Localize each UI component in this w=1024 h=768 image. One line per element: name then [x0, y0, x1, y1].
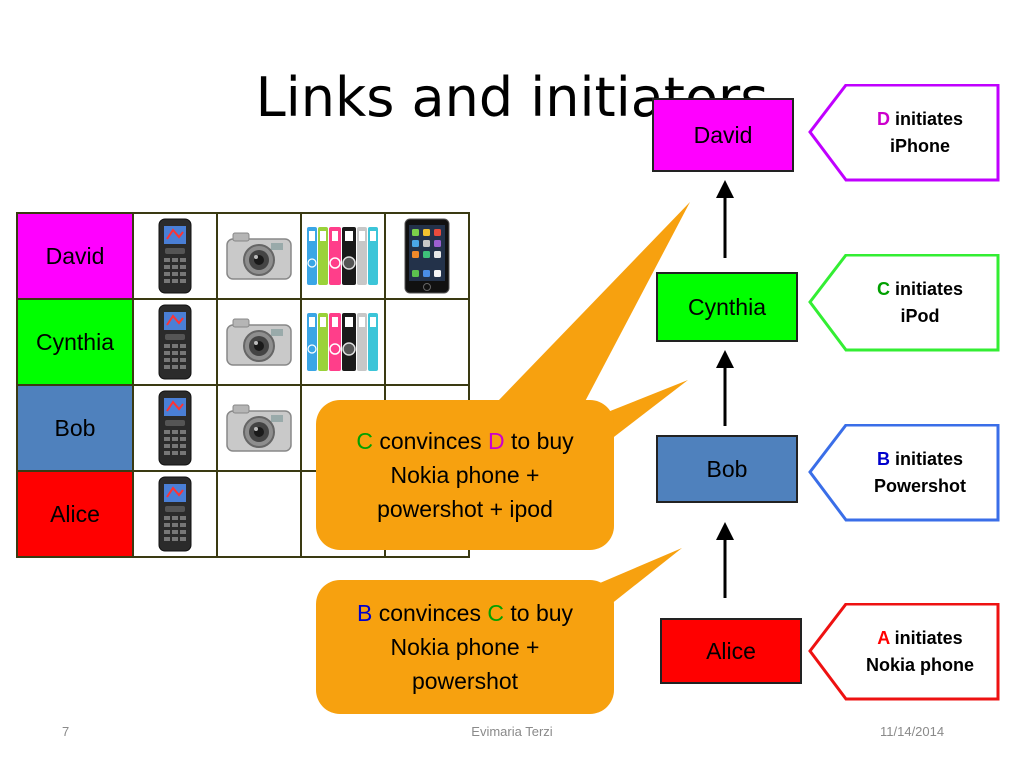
- tag-cynthia-initiates: C initiates iPod: [808, 254, 1000, 352]
- callout-suffix: to buy: [511, 428, 574, 454]
- tag-letter: B: [876, 449, 890, 469]
- powershot-camera-icon: [216, 384, 302, 472]
- footer-page-number: 7: [62, 724, 70, 739]
- callout-verb: convinces: [379, 428, 482, 454]
- chain-node-label: Cynthia: [688, 293, 766, 320]
- nokia-phone-icon: [132, 298, 218, 386]
- callout-verb: convinces: [378, 600, 481, 626]
- table-row: Cynthia: [16, 298, 470, 386]
- powershot-camera-icon: [216, 212, 302, 300]
- callout-pointer-c-to-d: [470, 202, 690, 430]
- tag-product: Nokia phone: [865, 655, 974, 675]
- callout-c-convinces-d: C convinces D to buy Nokia phone + power…: [316, 400, 614, 550]
- callout-object: D: [488, 428, 505, 454]
- tag-letter: A: [877, 628, 890, 648]
- callout-line2: Nokia phone +: [390, 634, 540, 660]
- empty-cell: [216, 470, 302, 558]
- tag-text: initiates: [894, 449, 964, 469]
- chain-node-alice: Alice: [660, 618, 802, 684]
- chain-node-bob: Bob: [656, 435, 798, 503]
- footer-author: Evimaria Terzi: [471, 724, 553, 739]
- chain-node-cynthia: Cynthia: [656, 272, 798, 342]
- callout-subject: B: [356, 600, 373, 626]
- nokia-phone-icon: [132, 384, 218, 472]
- table-row: David: [16, 212, 470, 300]
- callout-line3: powershot + ipod: [377, 496, 553, 522]
- ipod-nano-icon: [300, 212, 386, 300]
- chain-node-label: David: [693, 121, 753, 148]
- iphone-icon: [384, 212, 470, 300]
- tag-letter: C: [876, 279, 890, 299]
- tag-text: initiates: [894, 279, 964, 299]
- table-person-name: Cynthia: [16, 298, 134, 386]
- table-person-name: Alice: [16, 470, 134, 558]
- nokia-phone-icon: [132, 212, 218, 300]
- table-person-name: David: [16, 212, 134, 300]
- powershot-camera-icon: [216, 298, 302, 386]
- callout-line3: powershot: [411, 668, 519, 694]
- ipod-nano-icon: [300, 298, 386, 386]
- callout-line2: Nokia phone +: [390, 462, 540, 488]
- tag-david-initiates: D initiates iPhone: [808, 84, 1000, 182]
- tag-product: Powershot: [873, 476, 966, 496]
- chain-node-label: Alice: [706, 637, 756, 664]
- callout-b-convinces-c: B convinces C to buy Nokia phone + power…: [316, 580, 614, 714]
- table-person-name: Bob: [16, 384, 134, 472]
- callout-object: C: [487, 600, 504, 626]
- tag-product: iPod: [900, 306, 940, 326]
- nokia-phone-icon: [132, 470, 218, 558]
- chain-node-label: Bob: [706, 455, 748, 482]
- tag-text: initiates: [894, 109, 964, 129]
- callout-subject: C: [356, 428, 373, 454]
- tag-text: initiates: [894, 628, 963, 648]
- footer-date: 11/14/2014: [880, 724, 945, 739]
- empty-cell: [384, 298, 470, 386]
- chain-node-david: David: [652, 98, 794, 172]
- callout-suffix: to buy: [510, 600, 574, 626]
- tag-product: iPhone: [889, 136, 950, 156]
- tag-letter: D: [876, 109, 890, 129]
